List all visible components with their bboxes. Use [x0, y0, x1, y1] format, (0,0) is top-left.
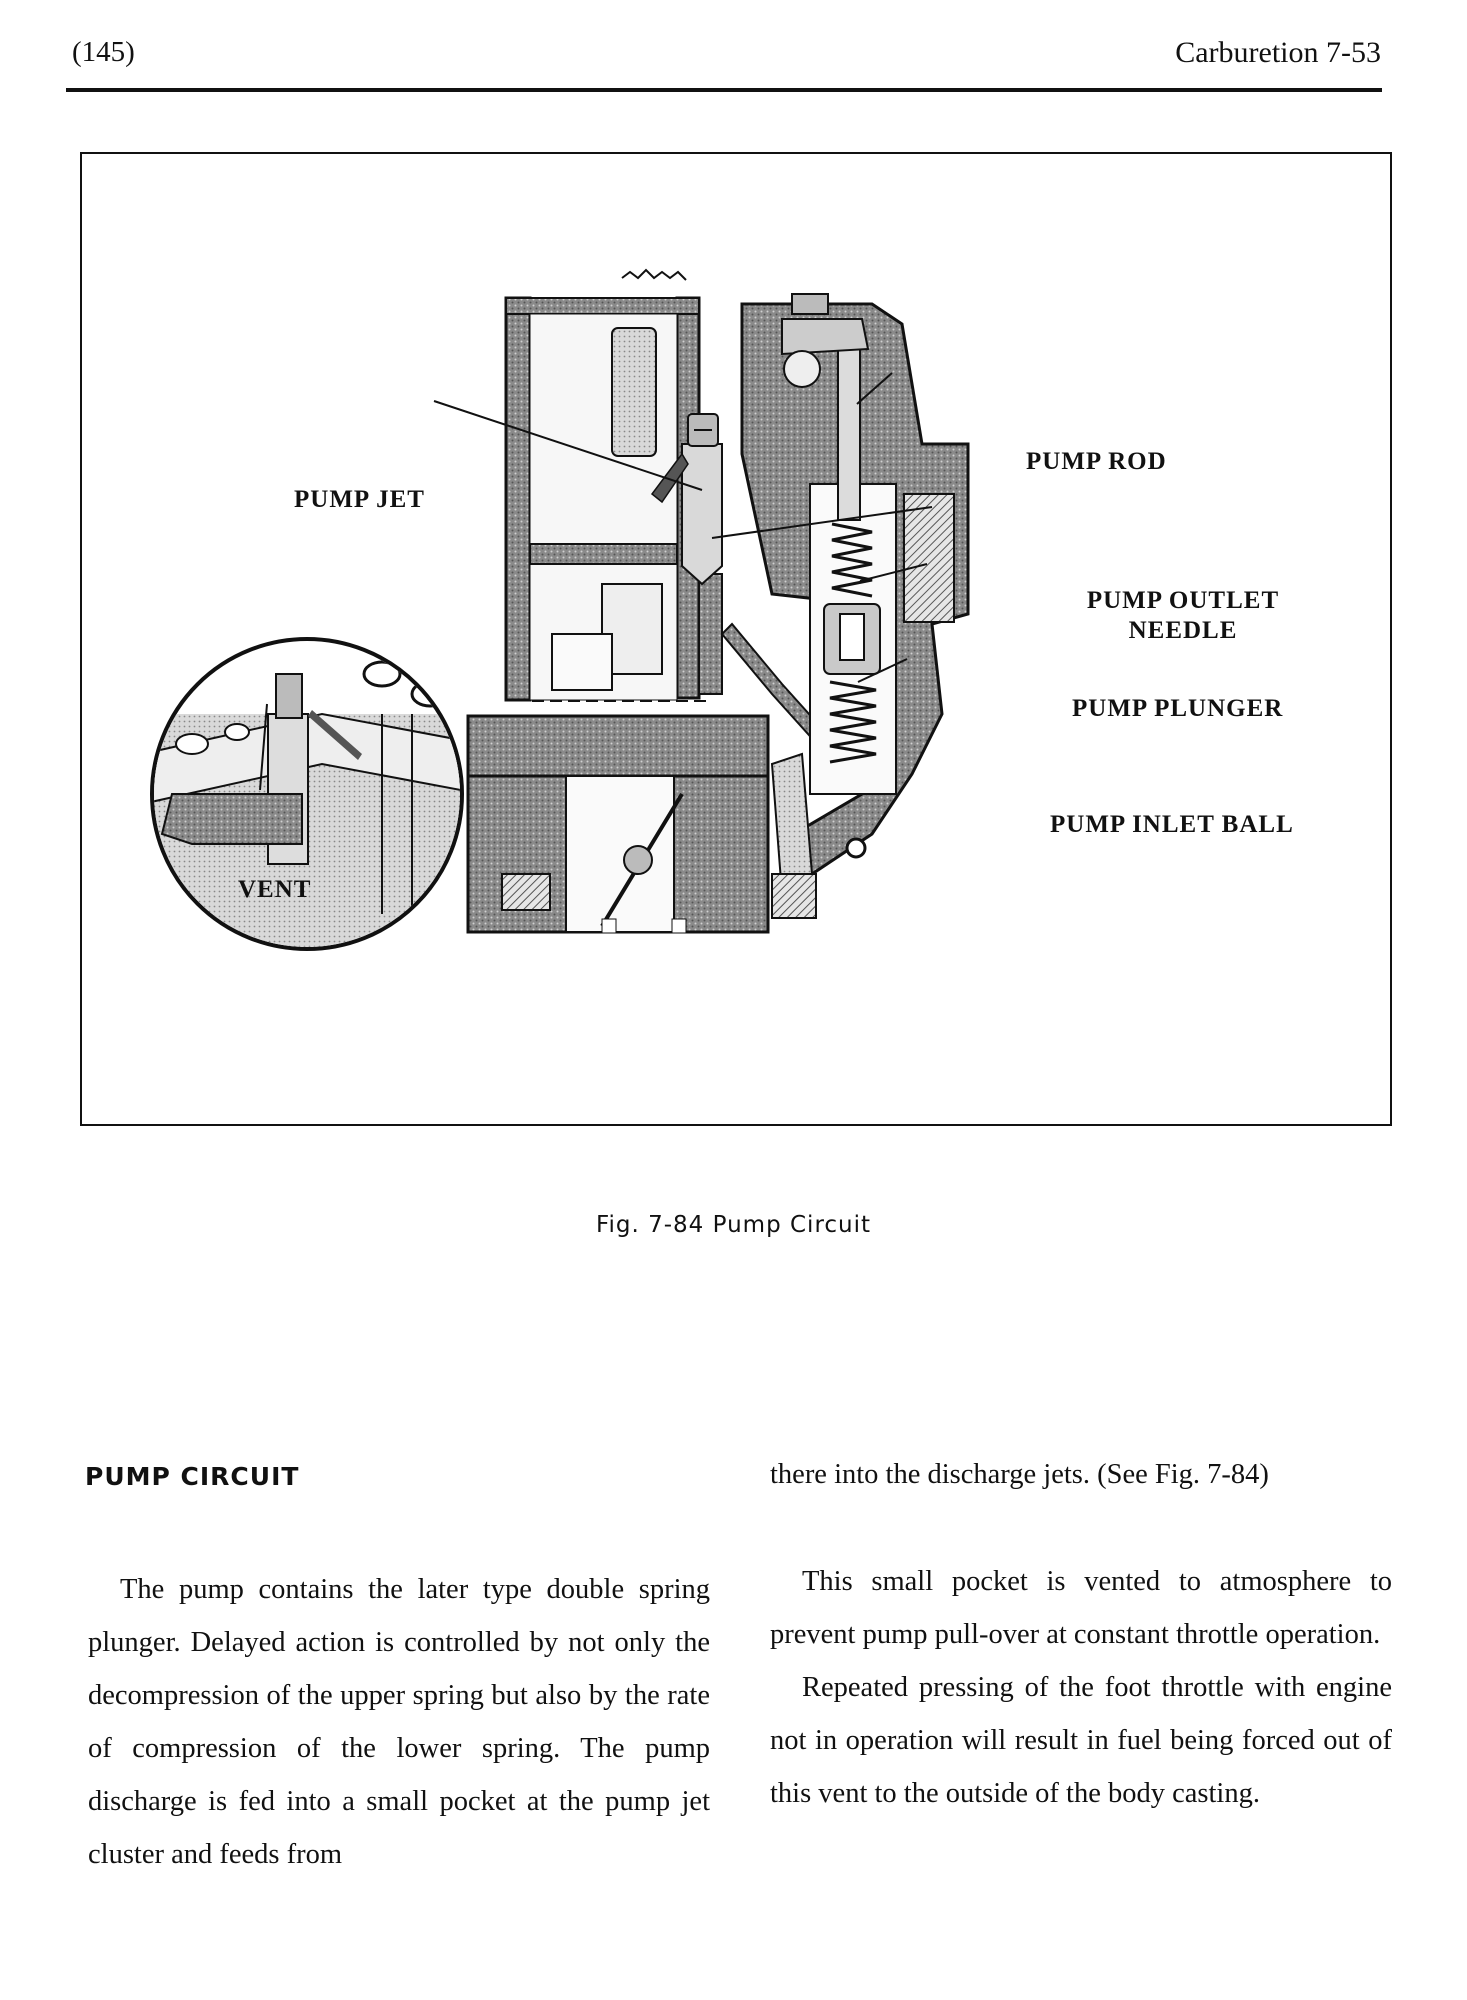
- carburetor-body: [466, 268, 970, 934]
- carburetor-pump-circuit-illustration: [150, 268, 970, 951]
- callout-pump-outlet-needle-line1: PUMP OUTLET: [1086, 587, 1280, 614]
- header-rule: [66, 88, 1382, 92]
- callout-pump-plunger: PUMP PLUNGER: [1072, 695, 1284, 722]
- callout-pump-jet: PUMP JET: [294, 486, 425, 513]
- figure-frame: PUMP JET PUMP ROD PUMP OUTLET NEEDLE PUM…: [80, 152, 1392, 1126]
- figure-caption: Fig. 7-84 Pump Circuit: [595, 1212, 872, 1238]
- body-paragraph: The pump contains the later type double …: [88, 1574, 710, 1870]
- callout-pump-inlet-ball: PUMP INLET BALL: [1050, 811, 1294, 838]
- vent-detail-inset: [150, 637, 464, 951]
- callout-pump-rod: PUMP ROD: [1026, 448, 1167, 475]
- body-paragraph: there into the discharge jets. (See Fig.…: [770, 1459, 1269, 1490]
- callout-pump-outlet-needle-line2: NEEDLE: [1128, 617, 1238, 644]
- section-heading: PUMP CIRCUIT: [85, 1462, 300, 1491]
- body-paragraph: This small pocket is vented to atmospher…: [770, 1566, 1392, 1650]
- callout-vent: VENT: [238, 876, 312, 903]
- running-head: Carburetion 7-53: [1175, 36, 1381, 69]
- body-paragraph: Repeated pressing of the foot throttle w…: [770, 1672, 1392, 1809]
- callout-leaders: [259, 372, 933, 791]
- page-number: (145): [72, 36, 135, 68]
